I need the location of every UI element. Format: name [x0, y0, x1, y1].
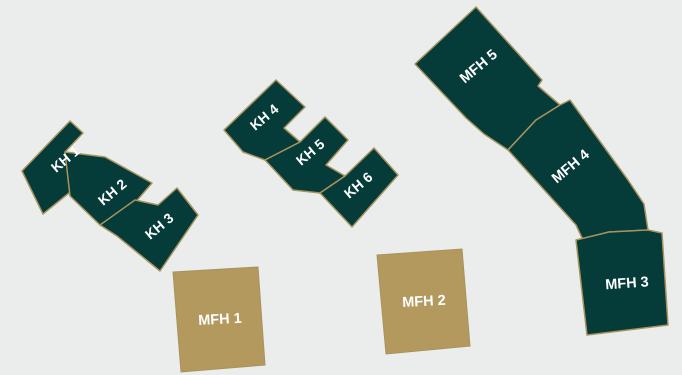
building-mfh4-shape[interactable] [507, 99, 649, 241]
building-mfh2-label: MFH 2 [402, 293, 446, 311]
building-kh3-shape[interactable] [99, 187, 199, 272]
building-kh5-shape[interactable] [264, 116, 349, 194]
building-mfh2-shape[interactable] [376, 248, 471, 355]
building-kh4-shape[interactable] [223, 79, 306, 161]
building-mfh1-shape[interactable] [172, 266, 266, 373]
building-mfh3-shape[interactable] [575, 229, 669, 336]
building-mfh3-label: MFH 3 [605, 274, 650, 293]
building-kh6-shape[interactable] [319, 147, 399, 228]
building-mfh1-label: MFH 1 [198, 311, 242, 329]
